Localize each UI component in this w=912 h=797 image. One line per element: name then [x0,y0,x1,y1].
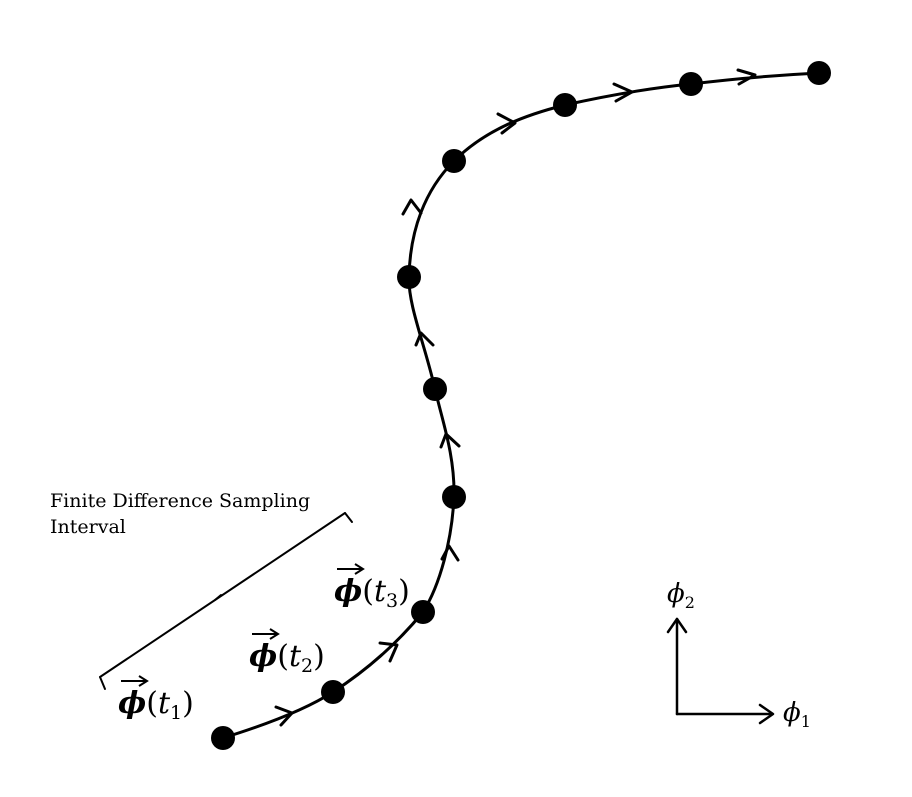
phi-symbol: ϕ [249,639,277,674]
phi1-axis-label: ϕ1 [783,698,811,731]
sample-point-5 [423,377,447,401]
arrow-5 [414,331,435,347]
sampling-interval-bracket [99,512,353,690]
sample-point-4 [442,485,466,509]
subscript: 2 [301,655,313,677]
arrow-4 [439,432,461,449]
svg-text:ϕ(t1): ϕ(t1) [118,686,194,724]
phi-symbol: ϕ [118,686,146,721]
arrow-3 [440,544,460,562]
arrow-6 [401,198,423,216]
arrow-7 [496,112,517,135]
subscript: 3 [386,590,398,612]
time-var: t [289,639,302,674]
subscript: 1 [170,702,182,724]
trajectory-curve [221,71,821,740]
sample-point-1 [211,726,235,750]
coordinate-axes [666,617,775,725]
phi2-axis-label: ϕ2 [667,579,695,612]
arrow-2 [378,641,399,663]
phi2-arrowhead [666,617,688,634]
label-phi-t1: ϕ(t1) [118,675,194,724]
phi1-arrowhead [758,703,775,725]
sample-points [211,61,831,750]
label-phi-t2: ϕ(t2) [249,628,325,677]
phi-symbol: ϕ [334,574,362,609]
sample-point-6 [397,265,421,289]
direction-arrows [274,68,757,727]
sample-point-8 [553,93,577,117]
sample-point-10 [807,61,831,85]
sample-point-2 [321,680,345,704]
svg-text:ϕ(t3): ϕ(t3) [334,574,410,612]
arrow-1 [274,705,294,727]
time-var: t [158,686,171,721]
time-var: t [374,574,387,609]
sample-point-9 [679,72,703,96]
sample-point-3 [411,600,435,624]
annotation-line-2: Interval [50,516,126,538]
annotation-line-1: Finite Difference Sampling [50,490,310,512]
arrow-9 [736,68,757,86]
sample-point-7 [442,149,466,173]
label-phi-t3: ϕ(t3) [334,563,410,612]
svg-text:ϕ(t2): ϕ(t2) [249,639,325,677]
arrow-8 [612,82,634,103]
